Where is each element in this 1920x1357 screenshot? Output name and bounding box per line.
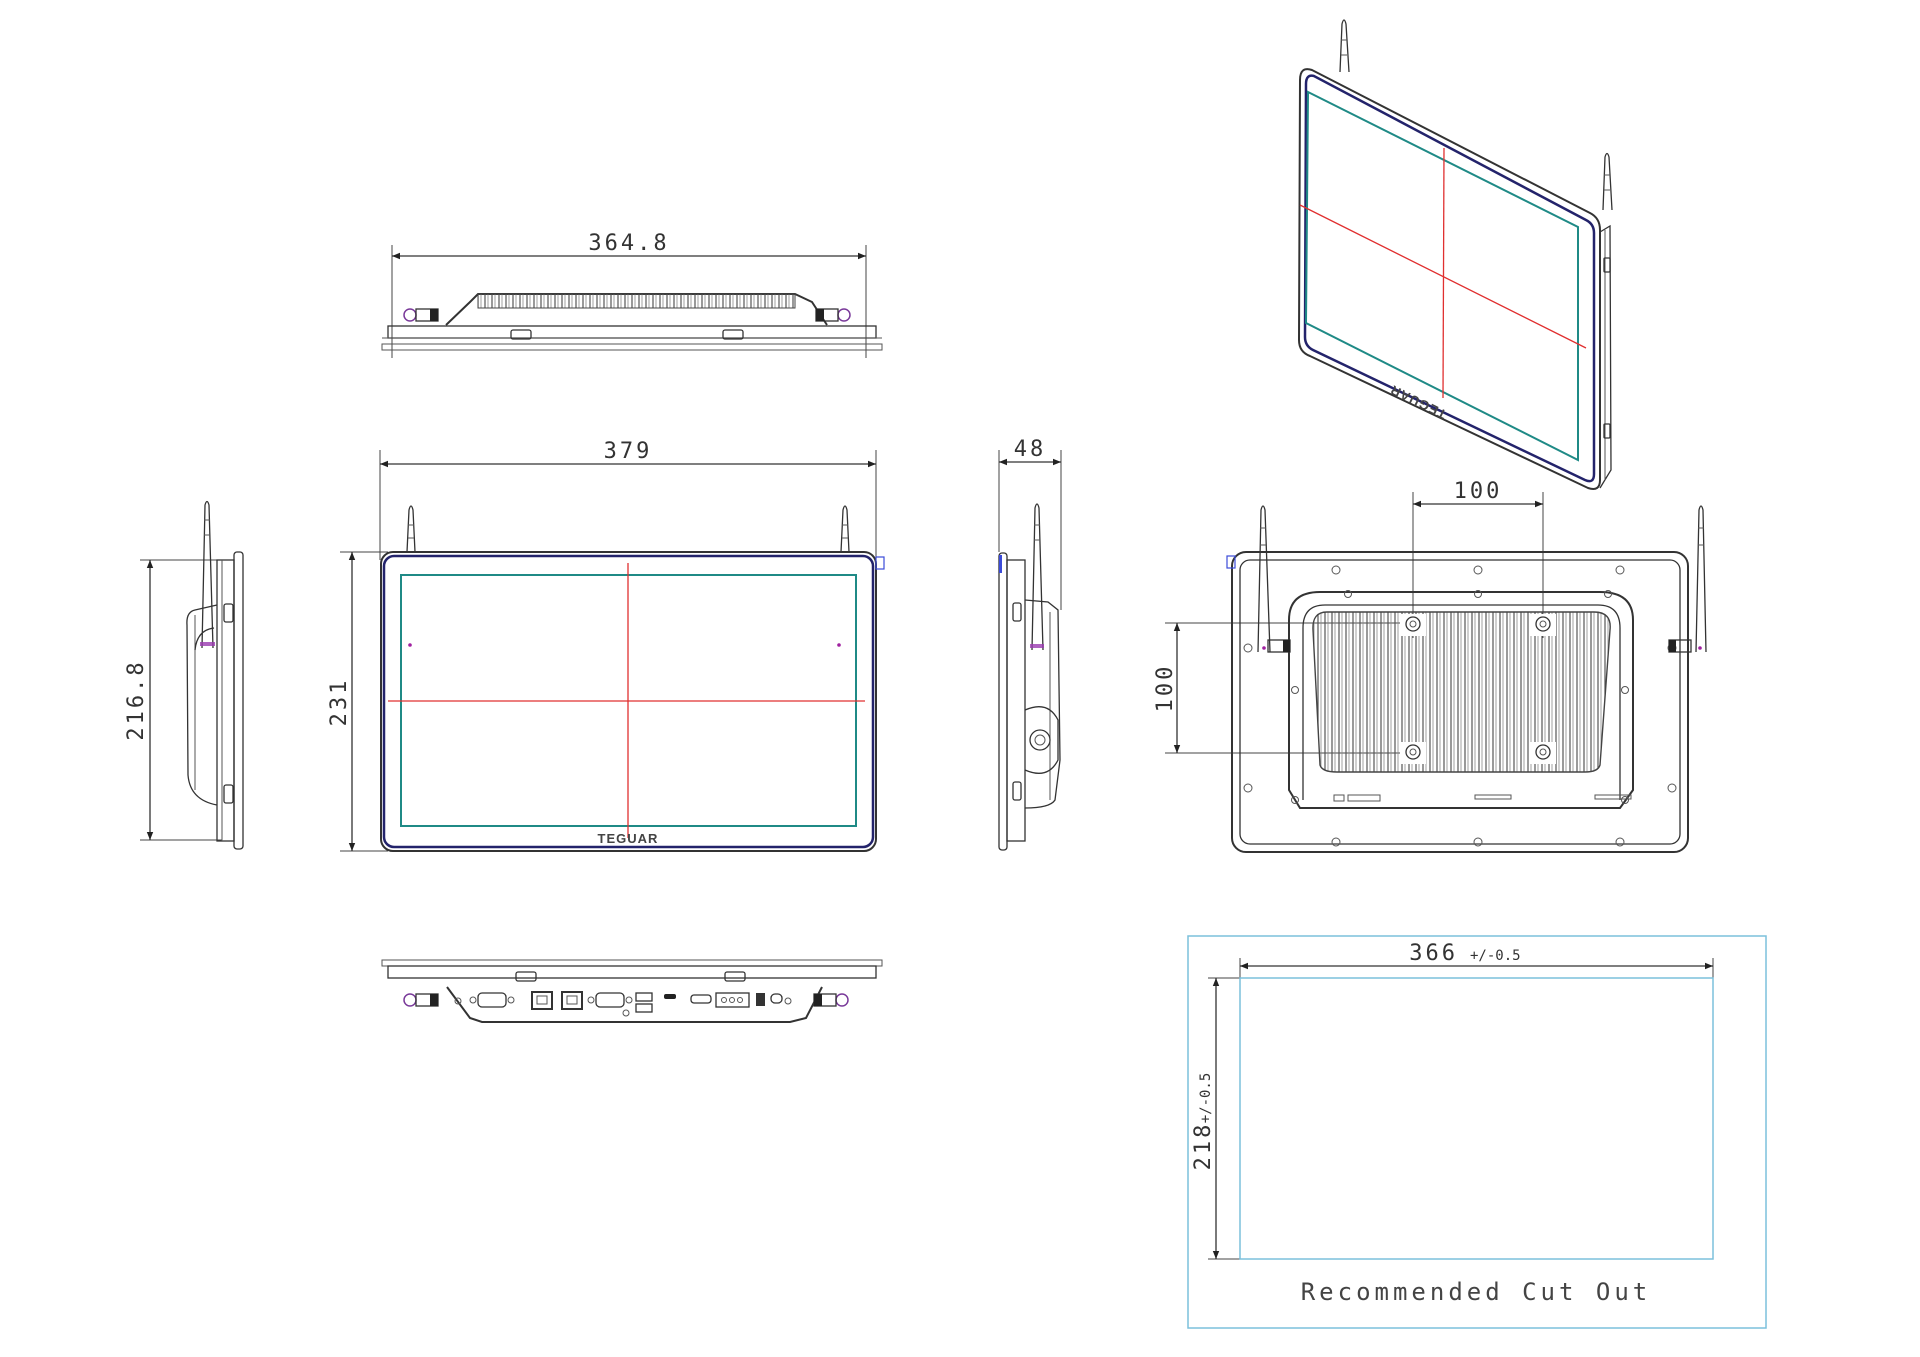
frame-screws bbox=[1243, 565, 1677, 847]
micro-usb-port-icon bbox=[664, 994, 676, 999]
rear-view: 100 100 bbox=[1153, 479, 1707, 853]
heatsink bbox=[1312, 611, 1611, 773]
front-height-dim: 231 bbox=[327, 678, 352, 727]
cutout-caption: Recommended Cut Out bbox=[1301, 1278, 1652, 1306]
com-port-icon bbox=[469, 992, 515, 1008]
bottom-view bbox=[381, 959, 883, 1023]
left-height-dim: 216.8 bbox=[124, 659, 149, 740]
isometric-view: TEGUAR bbox=[1297, 19, 1613, 490]
usb-port-icon bbox=[635, 992, 653, 1013]
hdmi-port-icon bbox=[690, 994, 712, 1004]
vesa-mount-holes bbox=[1400, 614, 1556, 764]
antenna-connector-icon bbox=[403, 308, 417, 322]
antenna-connector-icon bbox=[835, 993, 849, 1007]
front-width-dim: 379 bbox=[604, 439, 653, 464]
cutout-width-dim: 366 bbox=[1409, 941, 1458, 966]
dc-in-icon bbox=[770, 993, 783, 1004]
lan-port-icon bbox=[561, 991, 583, 1010]
antenna-icon bbox=[840, 505, 850, 553]
top-width-dim: 364.8 bbox=[588, 231, 669, 256]
antenna-connector-icon bbox=[403, 993, 417, 1007]
vesa-height-dim: 100 bbox=[1153, 664, 1178, 713]
right-side-view: 48 bbox=[998, 437, 1062, 851]
cutout-width-tolerance: +/-0.5 bbox=[1470, 948, 1521, 964]
right-depth-dim: 48 bbox=[1014, 437, 1047, 462]
brand-logo-iso: TEGUAR bbox=[1387, 382, 1448, 422]
antenna-connector-icon bbox=[837, 308, 851, 322]
cutout-height-tolerance: +/-0.5 bbox=[1198, 1073, 1214, 1124]
antenna-icon bbox=[406, 505, 416, 553]
cutout-height-dim: 218 bbox=[1191, 1122, 1216, 1171]
brand-logo: TEGUAR bbox=[598, 831, 659, 846]
com-port-icon bbox=[587, 992, 633, 1008]
left-side-view: 216.8 bbox=[124, 500, 244, 850]
lan-port-icon bbox=[531, 991, 553, 1010]
recommended-cutout: 366 +/-0.5 218 +/-0.5 Recommended Cut Ou… bbox=[1187, 935, 1767, 1329]
front-view: 379 231 TEGUAR bbox=[327, 439, 885, 852]
top-view: 364.8 bbox=[381, 231, 883, 358]
terminal-block-icon bbox=[715, 992, 750, 1008]
vesa-width-dim: 100 bbox=[1454, 479, 1503, 504]
power-switch-icon bbox=[756, 993, 765, 1006]
